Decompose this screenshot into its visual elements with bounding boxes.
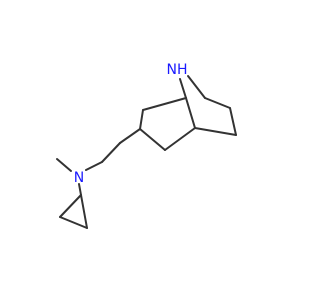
bond-c5-to-left-bridgehead — [185, 97, 196, 129]
bond-cyclopropyl-c — [80, 194, 88, 229]
molecule-diagram: NH N — [56, 62, 237, 229]
bond-c3-to-c4 — [139, 128, 166, 151]
bridge-nh-label: NH — [167, 62, 188, 78]
bond-cyclopropyl-a — [59, 194, 82, 218]
amine-n-label: N — [74, 170, 84, 186]
bond-ethyl-chain — [101, 142, 121, 163]
bond-bridge-n-to-left-bridgehead — [179, 78, 187, 99]
bond-bridge-n-to-right-bridgehead — [187, 75, 206, 99]
bond-left-bridgehead-to-c2 — [142, 97, 187, 111]
bond-c7-to-c5 — [194, 127, 237, 136]
bond-c4-to-c5 — [164, 127, 196, 151]
bond-cyclopropyl-b — [59, 216, 88, 229]
bond-c3-to-ethyl — [119, 128, 141, 144]
bond-amine-n-to-cyclopropyl — [78, 183, 82, 196]
bond-c2-to-c3 — [139, 109, 144, 130]
bond-ethyl-to-amine-n — [85, 161, 103, 171]
bond-c6-to-c7 — [229, 107, 237, 136]
bond-right-bridgehead-to-c6 — [204, 97, 231, 109]
bond-amine-n-to-methyl — [56, 158, 72, 172]
